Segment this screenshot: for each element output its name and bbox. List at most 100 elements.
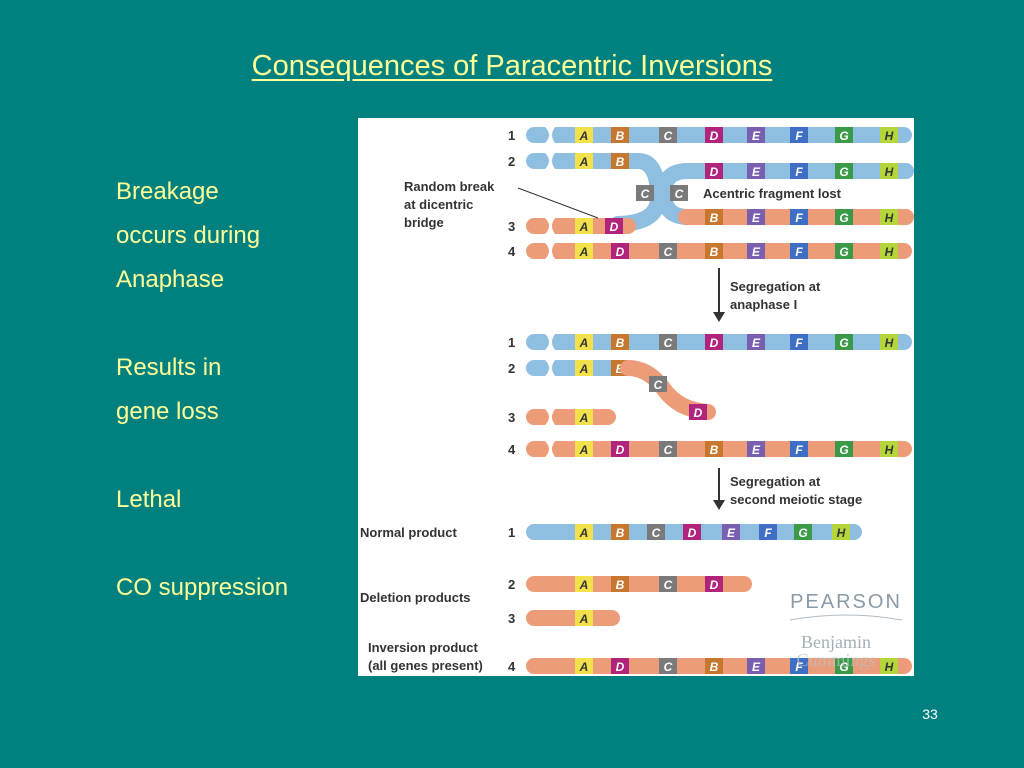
gene-band — [683, 524, 701, 540]
gene-band — [659, 334, 677, 350]
gene-label: B — [616, 129, 625, 143]
gene-band — [722, 524, 740, 540]
row-number: 2 — [508, 154, 515, 169]
bullet-line: Lethal — [116, 486, 182, 513]
gene-label: E — [752, 129, 761, 143]
gene-label: A — [579, 362, 589, 376]
gene-band — [649, 376, 667, 392]
deletion-products-label: Deletion products — [360, 590, 471, 605]
gene-band — [705, 127, 723, 143]
gene-label: C — [664, 578, 673, 592]
gene-band — [575, 524, 593, 540]
gene-label: C — [652, 526, 661, 540]
segregation-label: Segregation at — [730, 474, 821, 489]
gene-label: G — [839, 165, 848, 179]
gene-band — [705, 209, 723, 225]
gene-label: A — [579, 411, 589, 425]
gene-label: D — [694, 406, 703, 420]
bullet-list: Breakage occurs during Anaphase Results … — [116, 170, 346, 610]
gene-label: D — [710, 578, 719, 592]
gene-band — [575, 360, 593, 376]
gene-label: A — [579, 336, 589, 350]
gene-label: G — [839, 211, 848, 225]
bullet-spacer — [116, 434, 346, 478]
gene-band — [611, 441, 629, 457]
gene-band — [611, 658, 629, 674]
gene-band — [611, 243, 629, 259]
centromere-notch — [544, 217, 556, 235]
gene-label: H — [885, 129, 894, 143]
row-number: 4 — [508, 244, 516, 259]
bullet-line: CO suppression — [116, 574, 289, 601]
centromere-notch — [544, 152, 556, 170]
gene-band — [575, 441, 593, 457]
gene-band — [636, 185, 654, 201]
gene-band — [835, 127, 853, 143]
gene-band — [835, 334, 853, 350]
gene-band — [659, 127, 677, 143]
bullet-spacer — [116, 302, 346, 346]
gene-band — [611, 153, 629, 169]
gene-label: H — [885, 245, 894, 259]
gene-label: D — [616, 660, 625, 674]
gene-label: G — [839, 660, 848, 674]
gene-band — [689, 404, 707, 420]
gene-label: A — [579, 129, 589, 143]
segregation-label: anaphase I — [730, 297, 797, 312]
gene-band — [880, 163, 898, 179]
gene-band — [790, 658, 808, 674]
deletion-product-2 — [526, 610, 620, 626]
gene-band — [575, 243, 593, 259]
gene-label: C — [664, 336, 673, 350]
gene-label: B — [616, 336, 625, 350]
gene-label: A — [579, 526, 589, 540]
gene-label: D — [710, 165, 719, 179]
gene-label: B — [616, 526, 625, 540]
inversion-product-label: Inversion product — [368, 640, 478, 655]
row-number: 4 — [508, 659, 516, 674]
segregation-label: second meiotic stage — [730, 492, 862, 507]
gene-band — [759, 524, 777, 540]
gene-band — [747, 658, 765, 674]
gene-label: E — [727, 526, 736, 540]
gene-label: F — [795, 129, 803, 143]
gene-label: F — [795, 165, 803, 179]
break-pointer — [517, 187, 599, 219]
row-number: 4 — [508, 442, 516, 457]
row-number: 2 — [508, 577, 515, 592]
gene-label: H — [885, 660, 894, 674]
gene-band — [575, 334, 593, 350]
gene-band — [880, 658, 898, 674]
slide-title: Consequences of Paracentric Inversions — [251, 50, 773, 82]
gene-label: A — [579, 245, 589, 259]
gene-band — [611, 334, 629, 350]
watermark-swoosh — [789, 614, 903, 621]
gene-label: G — [839, 129, 848, 143]
gene-band — [880, 243, 898, 259]
gene-band — [705, 576, 723, 592]
gene-label: G — [839, 336, 848, 350]
gene-band — [747, 334, 765, 350]
gene-label: E — [752, 336, 761, 350]
gene-label: H — [885, 443, 894, 457]
gene-band — [747, 441, 765, 457]
watermark-text: Benjamin — [801, 632, 871, 652]
row-number: 1 — [508, 128, 515, 143]
loop-turn — [655, 163, 689, 225]
gene-label: B — [710, 660, 719, 674]
gene-band — [794, 524, 812, 540]
gene-band — [705, 334, 723, 350]
gene-label: C — [654, 378, 663, 392]
gene-band — [575, 658, 593, 674]
gene-label: C — [664, 443, 673, 457]
gene-band — [575, 127, 593, 143]
gene-band — [659, 441, 677, 457]
gene-label: F — [795, 443, 803, 457]
gene-label: G — [839, 245, 848, 259]
gene-band — [575, 610, 593, 626]
gene-label: B — [710, 211, 719, 225]
gene-band — [659, 243, 677, 259]
gene-label: A — [579, 220, 589, 234]
gene-label: B — [710, 443, 719, 457]
